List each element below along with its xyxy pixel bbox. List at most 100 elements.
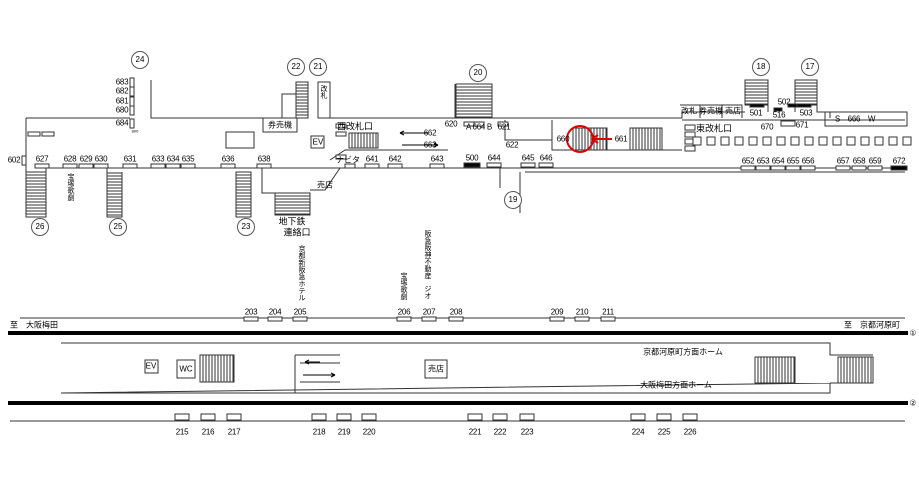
ad-number: 621 [497, 122, 511, 132]
ad-box [429, 163, 445, 169]
ad-box [860, 136, 870, 146]
ad-number: 654 [771, 156, 785, 166]
exit-23[interactable]: 23 [237, 218, 255, 236]
ad-number: 658 [852, 156, 866, 166]
kiosk-platform-label: 売店 [428, 364, 444, 374]
ad-number: 633 [151, 154, 165, 164]
ad-box [755, 165, 771, 171]
ad-box [851, 165, 867, 171]
ad-box [804, 136, 814, 146]
ad-number: 680 [115, 105, 129, 115]
ad-box [292, 316, 308, 322]
stairs [629, 127, 663, 151]
exit-18[interactable]: 18 [752, 58, 770, 76]
ad-box [770, 165, 786, 171]
ad-number: 500 [465, 153, 479, 163]
ad-box [818, 136, 828, 146]
ev-west-label: EV [312, 137, 324, 147]
ad-number: 627 [35, 154, 49, 164]
ad-number: 629 [79, 154, 93, 164]
ad-box [129, 77, 135, 88]
stairs [199, 354, 235, 383]
ad-number: 638 [257, 154, 271, 164]
ad-box [549, 316, 565, 322]
stairs [106, 172, 123, 218]
ad-box [335, 131, 347, 137]
ad-box [150, 163, 166, 169]
ad-box [335, 154, 347, 160]
ad-box [336, 413, 352, 421]
ad-number: 681 [115, 96, 129, 106]
subway-label: 地下鉄 [278, 216, 306, 227]
exit-25[interactable]: 25 [109, 218, 127, 236]
ad-number: 644 [487, 153, 501, 163]
geo-label: ジオ [424, 286, 432, 300]
ad-box [902, 136, 912, 146]
ad-box [361, 413, 377, 421]
stairs [744, 79, 769, 106]
exit-24[interactable]: 24 [131, 51, 149, 69]
ad-box [256, 163, 272, 169]
ad-box [748, 136, 758, 146]
wc-label: WC [179, 364, 193, 374]
ad-box [520, 162, 536, 168]
to-osaka-label: 至 大阪梅田 [10, 320, 58, 330]
ad-number: 602 [7, 155, 21, 165]
ad-box [720, 136, 730, 146]
ad-box [600, 316, 616, 322]
ad-box [243, 316, 259, 322]
ad-number: 208 [449, 307, 463, 317]
ad-number: 516 [772, 110, 786, 120]
takarazuka-upper-label: 宝塚歌劇 [67, 174, 75, 202]
ad-number: 628 [63, 154, 77, 164]
ticket-machine-east-label: 券売機 [699, 106, 723, 116]
ad-box [421, 316, 437, 322]
ad-number: 215 [175, 427, 189, 437]
ad-box [684, 145, 696, 152]
ad-box [78, 163, 94, 169]
gate-west-label: 改札 [320, 86, 328, 100]
ad-box [832, 136, 842, 146]
ad-box [311, 413, 327, 421]
ad-box [800, 165, 816, 171]
ad-number: 657 [836, 156, 850, 166]
stairs [837, 356, 874, 384]
exit-19[interactable]: 19 [504, 191, 522, 209]
stairs [754, 356, 796, 384]
ad-box [344, 163, 356, 169]
ad-box [364, 163, 380, 169]
ev-platform-label: EV [145, 361, 157, 371]
kiosk-east-label: 売店 [725, 106, 741, 116]
ad-box [785, 165, 801, 171]
ad-number: 211 [602, 307, 614, 317]
ad-box [519, 413, 535, 421]
exit-20[interactable]: 20 [469, 64, 487, 82]
ad-box [888, 136, 898, 146]
ad-number: 223 [520, 427, 534, 437]
takarazuka-platform-label: 宝塚歌劇 [400, 273, 408, 301]
ad-box [27, 131, 41, 137]
exit-26[interactable]: 26 [31, 218, 49, 236]
exit-17[interactable]: 17 [801, 58, 819, 76]
ad-box [93, 163, 109, 169]
stairs [348, 132, 379, 149]
ad-number: 671 [795, 120, 809, 130]
ad-box [867, 165, 883, 171]
ad-number: S 666 W [834, 114, 876, 124]
ad-box [538, 162, 554, 168]
exit-22[interactable]: 22 [287, 58, 305, 76]
stairs [295, 81, 309, 119]
exit-21[interactable]: 21 [309, 58, 327, 76]
ad-number: 684 [115, 118, 129, 128]
stairs [455, 83, 493, 119]
track2-label: ② [909, 398, 917, 408]
ad-number: 225 [657, 427, 671, 437]
ad-box [492, 413, 508, 421]
ad-number: 218 [312, 427, 326, 437]
ad-number: 636 [221, 154, 235, 164]
ad-box [890, 165, 908, 171]
ad-box [41, 131, 55, 137]
stairs [572, 127, 608, 151]
ad-number: 220 [362, 427, 376, 437]
